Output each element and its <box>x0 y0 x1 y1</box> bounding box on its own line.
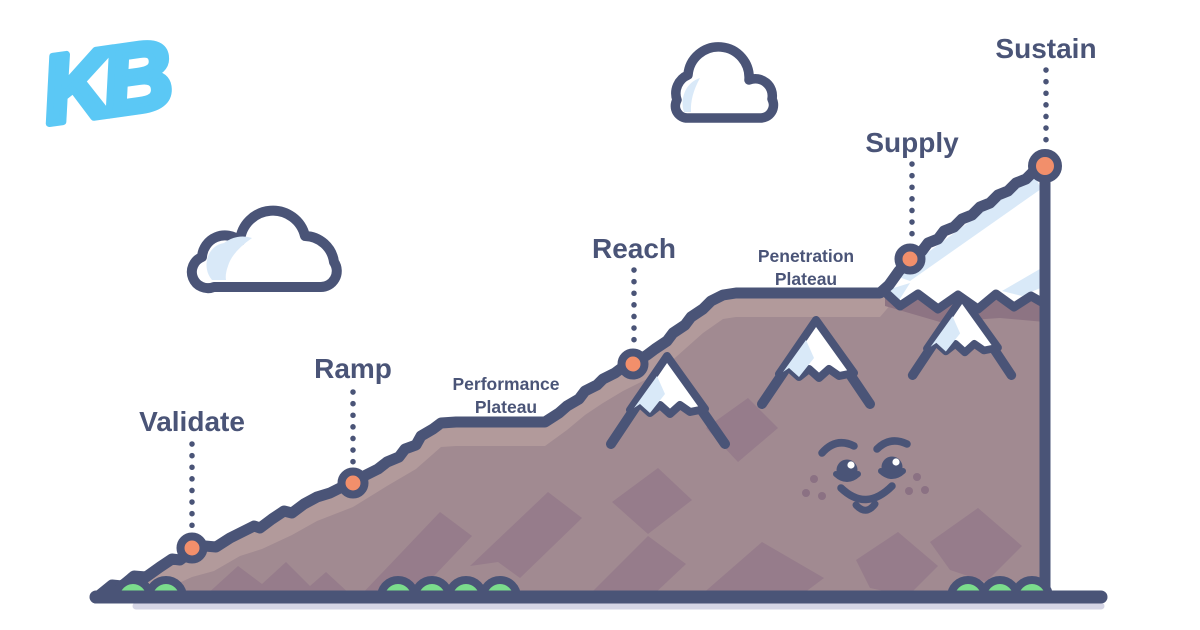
eyebrow-right <box>873 437 911 453</box>
stage-marker-dots <box>176 149 1062 564</box>
stage-label-reach: Reach <box>592 233 676 264</box>
stage-marker-dot-validate <box>176 532 208 564</box>
cloud-highlight <box>682 78 700 112</box>
penetration-plateau-line2: Plateau <box>775 269 837 289</box>
lower-lip <box>852 500 879 514</box>
stage-label-ramp: Ramp <box>314 353 392 384</box>
cloud-outline <box>670 42 779 123</box>
snow-cap-shade <box>634 376 665 413</box>
cloud-icon-top <box>670 42 779 123</box>
snow-peak-icon <box>907 293 1017 380</box>
stage-marker-dot-reach <box>617 348 649 380</box>
performance-plateau-line1: Performance <box>453 374 560 394</box>
snow-cap-shade <box>930 316 961 352</box>
freckles <box>802 473 929 500</box>
freckle <box>921 486 929 494</box>
stage-marker-dot-supply <box>894 243 926 275</box>
kb-logo: KB <box>36 21 176 145</box>
cloud-icon-left <box>186 205 342 294</box>
performance-plateau-label: Performance Plateau <box>453 374 560 417</box>
rock-patch <box>856 532 938 596</box>
snow-streak <box>1002 266 1045 296</box>
rock-patch <box>700 542 824 596</box>
stage-marker-dot-ramp <box>337 467 369 499</box>
freckle <box>913 473 921 481</box>
eye-right-lid <box>878 468 906 479</box>
eyebrow-left <box>818 439 858 457</box>
stage-label-sustain: Sustain <box>995 33 1096 64</box>
stage-label-supply: Supply <box>865 127 959 158</box>
snow-streak <box>887 283 910 302</box>
smile-mouth <box>837 482 896 504</box>
stage-marker-dot-sustain <box>1028 149 1062 183</box>
penetration-plateau-line1: Penetration <box>758 246 854 266</box>
snow-peak-icon <box>606 352 730 449</box>
rock-patch <box>470 492 582 578</box>
eye-left-lid <box>833 471 861 482</box>
smiley-face-icon <box>802 437 929 514</box>
eye-left-glint <box>847 461 855 469</box>
performance-plateau-line2: Plateau <box>475 397 537 417</box>
freckle <box>802 489 810 497</box>
freckle <box>818 492 826 500</box>
snow-peak-icon <box>757 316 875 409</box>
stage-label-validate: Validate <box>139 406 245 437</box>
snow-cap-shade <box>783 340 814 377</box>
rock-patch <box>360 512 472 596</box>
rock-patch <box>612 468 692 534</box>
rock-patch <box>205 562 352 596</box>
snow-streak <box>896 174 1041 281</box>
freckle <box>810 475 818 483</box>
rock-patch <box>588 536 686 596</box>
freckle <box>905 487 913 495</box>
mountain-ridge-outline <box>90 160 1051 604</box>
cloud-highlight <box>206 236 252 280</box>
rock-patch <box>930 508 1022 582</box>
eye-right-glint <box>892 458 900 466</box>
mountain-rock-patches <box>205 398 1022 596</box>
cloud-outline <box>186 205 342 294</box>
penetration-plateau-label: Penetration Plateau <box>758 246 854 289</box>
